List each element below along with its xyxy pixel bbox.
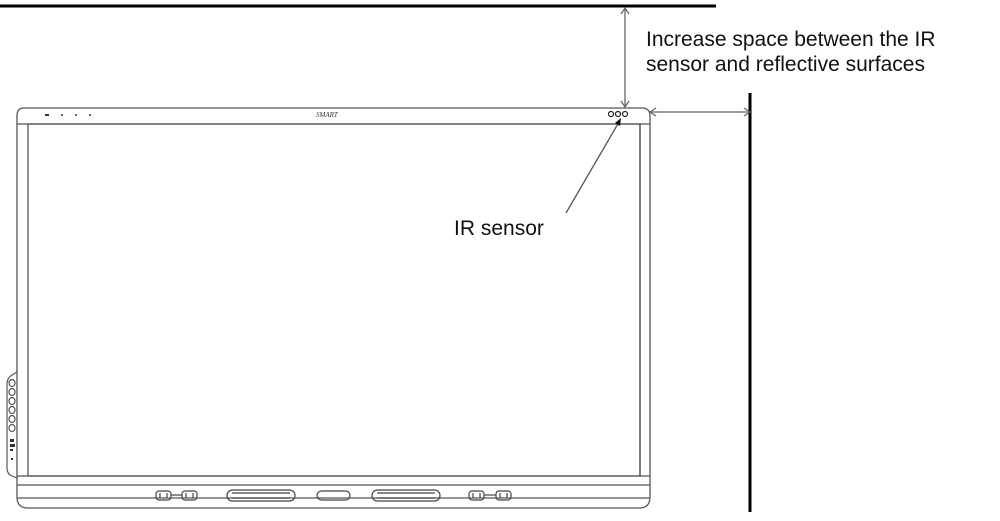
vertical-clearance-arrow bbox=[620, 6, 630, 109]
handle-left bbox=[226, 489, 296, 502]
top-indicator-dots bbox=[45, 114, 91, 116]
interactive-display bbox=[16, 107, 651, 509]
clearance-note: Increase space between the IR sensor and… bbox=[646, 27, 936, 77]
center-button bbox=[316, 490, 351, 501]
pen-holder-left bbox=[155, 490, 198, 501]
horizontal-clearance-arrow bbox=[648, 107, 752, 117]
clearance-note-line1: Increase space between the IR bbox=[646, 28, 936, 51]
side-ports bbox=[10, 439, 15, 460]
handle-right bbox=[371, 489, 441, 502]
brand-logo: SMART bbox=[316, 111, 338, 119]
pen-holder-right bbox=[468, 490, 512, 501]
clearance-note-line2: sensor and reflective surfaces bbox=[646, 53, 925, 77]
ir-sensor-pointer bbox=[565, 118, 621, 214]
ir-sensor-label: IR sensor bbox=[454, 217, 544, 240]
side-control-panel bbox=[6, 371, 18, 479]
ir-sensor-icon bbox=[607, 110, 629, 118]
